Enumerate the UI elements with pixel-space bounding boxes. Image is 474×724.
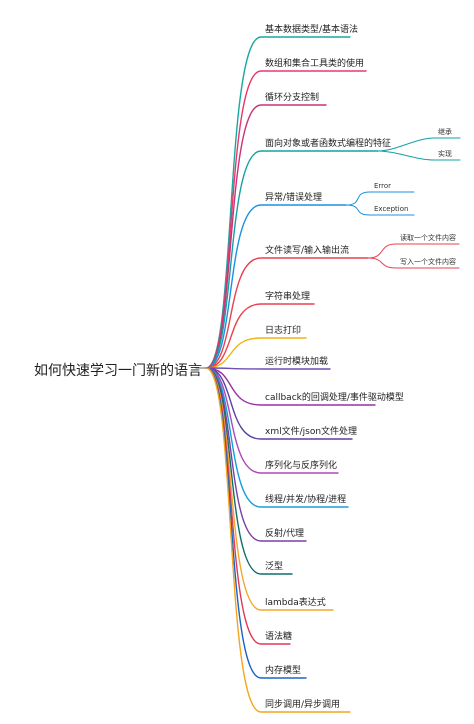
branch-exceptions[interactable]: 异常/错误处理 xyxy=(265,193,323,203)
branch-connector xyxy=(205,367,376,406)
leaf-connector xyxy=(377,150,461,161)
branch-syntax-sugar[interactable]: 语法糖 xyxy=(265,632,293,642)
branch-connector xyxy=(205,204,347,369)
branch-xml-json[interactable]: xml文件/json文件处理 xyxy=(265,427,358,437)
branch-strings[interactable]: 字符串处理 xyxy=(265,292,311,302)
branch-connector xyxy=(205,104,327,369)
branch-connector xyxy=(205,303,315,369)
leaf-write-file[interactable]: 写入一个文件内容 xyxy=(400,258,456,266)
branch-file-io[interactable]: 文件读写/输入输出流 xyxy=(265,246,350,256)
branch-generics[interactable]: 泛型 xyxy=(265,562,284,572)
branch-connector xyxy=(205,367,351,713)
leaf-connector xyxy=(345,191,415,206)
leaf-inheritance[interactable]: 继承 xyxy=(438,128,452,136)
leaf-connector xyxy=(345,204,415,216)
branch-connector xyxy=(205,367,339,474)
branch-sync-async[interactable]: 同步调用/异步调用 xyxy=(265,700,341,710)
leaf-connector xyxy=(377,137,461,152)
leaf-connector xyxy=(367,257,460,269)
branch-connector xyxy=(205,337,307,369)
branch-connector xyxy=(205,257,369,369)
branch-connector xyxy=(205,367,353,440)
leaf-exception[interactable]: Exception xyxy=(374,205,409,213)
branch-memory-model[interactable]: 内存模型 xyxy=(265,666,302,676)
leaf-error[interactable]: Error xyxy=(374,182,392,190)
root-topic[interactable]: 如何快速学习一门新的语言 xyxy=(34,363,202,379)
leaf-implementation[interactable]: 实现 xyxy=(438,150,452,158)
branch-control-flow[interactable]: 循环分支控制 xyxy=(265,93,320,103)
branch-basic-syntax[interactable]: 基本数据类型/基本语法 xyxy=(265,25,359,35)
branch-connector xyxy=(205,367,349,508)
branch-reflection[interactable]: 反射/代理 xyxy=(265,529,305,539)
branch-serialization[interactable]: 序列化与反序列化 xyxy=(265,461,338,471)
branch-collections[interactable]: 数组和集合工具类的使用 xyxy=(265,59,365,69)
branch-logging[interactable]: 日志打印 xyxy=(265,326,302,336)
branch-connector xyxy=(205,367,331,370)
branch-module-loading[interactable]: 运行时模块加载 xyxy=(265,357,329,367)
branch-callbacks[interactable]: callback的回调处理/事件驱动模型 xyxy=(265,393,404,403)
branch-lambda[interactable]: lambda表达式 xyxy=(265,598,326,608)
leaf-connector xyxy=(367,243,460,259)
branch-connector xyxy=(205,150,379,369)
leaf-read-file[interactable]: 读取一个文件内容 xyxy=(400,234,456,242)
branch-concurrency[interactable]: 线程/并发/协程/进程 xyxy=(265,495,347,505)
branch-oop-fp[interactable]: 面向对象或者函数式编程的特征 xyxy=(265,139,392,149)
